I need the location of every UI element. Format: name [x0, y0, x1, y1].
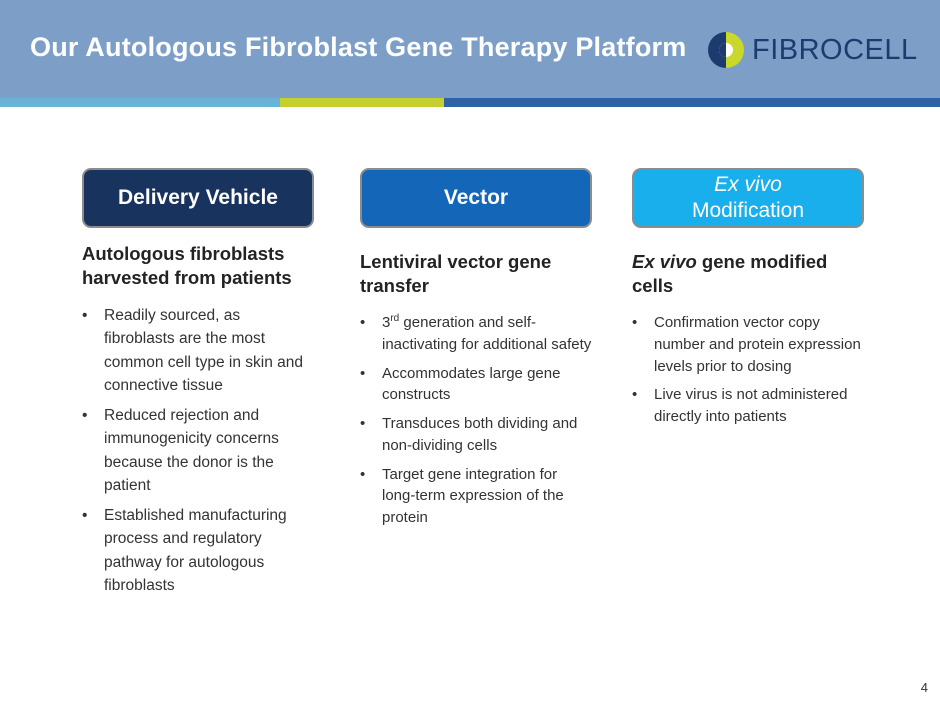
delivery-vehicle-tag: Delivery Vehicle: [82, 168, 314, 228]
ex-vivo-subhead: Ex vivo gene modified cells: [632, 251, 828, 297]
logo-wordmark: FIBROCELL: [752, 33, 918, 66]
list-item: •Readily sourced, as fibroblasts are the…: [82, 304, 314, 397]
bullet-marker: •: [360, 364, 366, 382]
bullet-marker: •: [82, 307, 88, 325]
vector-subhead: Lentiviral vector gene transfer: [360, 251, 552, 297]
bullet-marker: •: [360, 314, 366, 332]
vector-tag: Vector: [360, 168, 592, 228]
vector-bullets: •3rd generation and self-inactivating fo…: [360, 312, 592, 529]
page-number: 4: [920, 680, 928, 695]
delivery-vehicle-bullets: •Readily sourced, as fibroblasts are the…: [82, 304, 314, 597]
header-stripe-light-blue: [0, 98, 280, 107]
column-ex-vivo-modification: Ex vivo Modification Ex vivo gene modifi…: [632, 168, 864, 435]
header-stripe-green: [280, 98, 444, 107]
bullet-marker: •: [82, 407, 88, 425]
bullet-marker: •: [632, 314, 638, 332]
slide-header: Our Autologous Fibroblast Gene Therapy P…: [0, 0, 940, 98]
delivery-vehicle-subhead: Autologous fibroblasts harvested from pa…: [82, 243, 292, 289]
bullet-marker: •: [360, 465, 366, 483]
list-item: •Confirmation vector copy number and pro…: [632, 314, 861, 375]
list-item: •3rd generation and self-inactivating fo…: [360, 313, 592, 353]
bullet-marker: •: [632, 386, 638, 404]
bullet-marker: •: [360, 415, 366, 433]
slide-title: Our Autologous Fibroblast Gene Therapy P…: [30, 32, 687, 62]
list-item: •Transduces both dividing and non-dividi…: [360, 415, 578, 454]
list-item: •Accommodates large gene constructs: [360, 364, 561, 404]
list-item: •Target gene integration for long-term e…: [360, 465, 564, 527]
list-item: •Established manufacturing process and r…: [82, 504, 314, 597]
fibrocell-logo-icon: [708, 32, 744, 68]
list-item: •Live virus is not administered directly…: [632, 386, 848, 426]
ex-vivo-modification-tag: Ex vivo Modification: [632, 168, 864, 228]
list-item: •Reduced rejection and immunogenicity co…: [82, 404, 314, 497]
header-stripe-dark-blue: [444, 98, 940, 107]
column-vector: Vector Lentiviral vector gene transfer •…: [360, 168, 592, 536]
company-logo: FIBROCELL: [706, 28, 918, 72]
column-delivery-vehicle: Delivery Vehicle Autologous fibroblasts …: [82, 168, 314, 604]
bullet-marker: •: [82, 507, 88, 525]
ex-vivo-bullets: •Confirmation vector copy number and pro…: [632, 312, 864, 428]
